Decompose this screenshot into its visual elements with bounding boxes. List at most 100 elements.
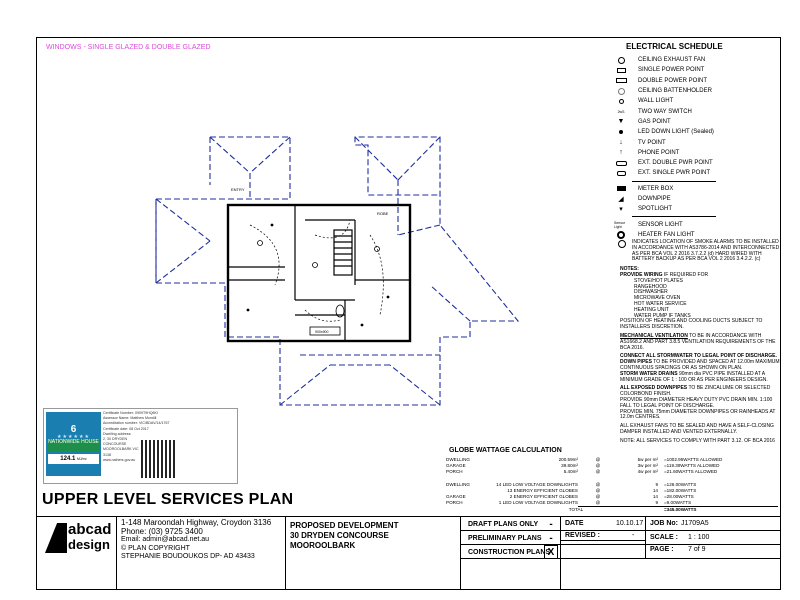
ext-single-pwr-point-icon (614, 170, 628, 176)
globe-cell: 5w per m² (637, 457, 658, 462)
phone-point-icon: ↑ (619, 149, 623, 157)
tv-point-icon: ↓ (619, 139, 623, 147)
certificate-line: Dwelling address: (103, 431, 132, 436)
wiring-item: DISHWASHER (634, 289, 668, 296)
globe-row: 13 ENERGY EFFICIENT GLOBES@14=182.00WATT… (446, 488, 778, 494)
certificate-line: www.nathers.gov.au (103, 457, 136, 462)
hip-10 (389, 364, 441, 406)
globe-total-label: TOTAL (568, 507, 584, 512)
hip-4 (209, 136, 251, 174)
stars-icon: ★★★★★★ (57, 434, 90, 440)
stage-preliminary-mark: - (549, 533, 553, 544)
globe-cell: =1002.95WATTS ALLOWED (664, 457, 723, 462)
schedule-item: LED DOWN LIGHT (Sealed) (614, 127, 780, 137)
smoke-alarm-icon (618, 240, 632, 263)
schedule-item-label: METER BOX (638, 185, 674, 192)
wiring-item: RANGEHOOD (634, 283, 667, 290)
light-2 (374, 246, 380, 252)
schedule-item-label: TV POINT (638, 139, 666, 146)
schedule-item-label: WALL LIGHT (638, 98, 674, 105)
schedule-item-label: SINGLE POWER POINT (638, 67, 705, 74)
plan-label-shower: 900x900 (315, 330, 328, 334)
hip-8 (429, 284, 471, 322)
schedule-list: CEILING EXHAUST FAN SINGLE POWER POINT DOU… (614, 55, 780, 240)
certificate-line: Certificate date: 08 Oct 2017 (103, 426, 149, 431)
certificate-line: Accreditation number: VIC/BDAV/14/1767 (103, 421, 170, 426)
single-power-point-icon (614, 67, 628, 73)
wire-2 (314, 219, 351, 239)
globe-cell: 13 ENERGY EFFICIENT GLOBES (507, 488, 578, 493)
globe-cell: =9.00WATTS (664, 500, 692, 505)
schedule-item-label: CEILING EXHAUST FAN (638, 57, 706, 64)
globe-cell: =126.00WATTS (664, 482, 697, 487)
globe-cell: @ (595, 500, 601, 505)
certificate-line: 2, 30 DRYDEN (103, 437, 128, 442)
globe-cell: PORCH (446, 500, 463, 505)
wiring-item: STOVE/HOT PLATES (634, 277, 683, 284)
globe-cell: GARAGE (446, 463, 466, 468)
globe-cell: 4w per m² (637, 469, 658, 474)
globe-cell: 5.40m² (563, 469, 578, 474)
revised-label: REVISED : (565, 532, 601, 539)
ceiling-exhaust-fan-icon (614, 56, 628, 64)
double-power-point-icon (614, 78, 628, 84)
house-label: NATIONWIDE HOUSE (48, 440, 99, 451)
globe-cell: 39.80m² (561, 463, 578, 468)
globe-cell: 9 (655, 500, 658, 505)
light-3 (312, 262, 318, 268)
heater-fan-light-icon (614, 230, 628, 239)
roof-outline (155, 136, 520, 406)
schedule-item: ↓ TV POINT (614, 137, 780, 147)
certificate-line: CONCOURSE (103, 442, 127, 447)
certificate-line: MOOROOLBARK VIC (103, 447, 139, 452)
schedule-item-label: TWO WAY SWITCH (638, 108, 692, 115)
schedule-item: METER BOX (614, 184, 780, 194)
globe-cell: =21.60WATTS ALLOWED (664, 469, 718, 474)
energy-certificate (43, 408, 238, 484)
schedule-item-label: DOUBLE POWER POINT (638, 77, 708, 84)
stage-construction-checkbox[interactable]: X (544, 545, 558, 559)
wall-light-icon (614, 98, 628, 104)
schedule-item: ↑PHONE POINT (614, 148, 780, 158)
hip-6 (397, 136, 441, 181)
toilet (335, 304, 345, 318)
globe-cell: @ (595, 494, 601, 499)
ceiling-battenholder-icon (614, 87, 628, 95)
qr-code-icon (141, 440, 177, 478)
company-details: 1-148 Maroondah Highway, Croydon 3136 Ph… (121, 518, 271, 562)
registration: STEPHANIE BOUDOUKOS DP- AD 43433 (121, 553, 255, 561)
globe-title: GLOBE WATTAGE CALCULATION (449, 447, 562, 454)
certificate-line: Certificate Number: 0909T9HQ6KI (103, 411, 158, 415)
schedule-title: ELECTRICAL SCHEDULE (626, 42, 723, 51)
schedule-item: ▼GAS POINT (614, 117, 780, 127)
copyright: © PLAN COPYRIGHT (121, 544, 190, 552)
wire-4 (304, 309, 341, 322)
globe-cell: 200.59m² (558, 457, 578, 462)
project-details: PROPOSED DEVELOPMENT 30 DRYDEN CONCOURSE… (290, 521, 399, 550)
globe-cell: =182.00WATTS (664, 488, 697, 493)
floor-plan-drawing: ENTRY ROBE 900x900 (155, 136, 520, 406)
sensor-light-icon: Sensor Light (614, 220, 626, 229)
drawing-frame (36, 37, 781, 590)
stage-preliminary: PRELIMINARY PLANS (468, 535, 542, 542)
globe-cell: DWELLING (446, 482, 470, 487)
hip-5 (354, 136, 399, 181)
notes-block: INDICATES LOCATION OF SMOKE ALARMS TO BE… (618, 239, 780, 444)
date-label: DATE (565, 520, 584, 527)
globe-cell: 3w per m² (637, 463, 658, 468)
schedule-item: EXT. SINGLE PWR POINT (614, 168, 780, 178)
notes-heading: NOTES: (620, 266, 639, 273)
ext-double-pwr-point-icon (614, 160, 628, 166)
smoke-alarm-note: INDICATES LOCATION OF SMOKE ALARMS TO BE… (618, 239, 780, 263)
revised-value: - (632, 532, 635, 539)
wiring-item: HOT WATER SERVICE (634, 300, 687, 307)
schedule-item-label: HEATER FAN LIGHT (638, 231, 695, 238)
globe-cell: 14 LED LOW VOLTAGE DOWNLIGHTS (496, 482, 578, 487)
globe-table: DWELLING 200.59m² @5w per m² =1002.95WATTS … (446, 457, 778, 513)
logo-word-abcad: abcad (68, 521, 112, 538)
